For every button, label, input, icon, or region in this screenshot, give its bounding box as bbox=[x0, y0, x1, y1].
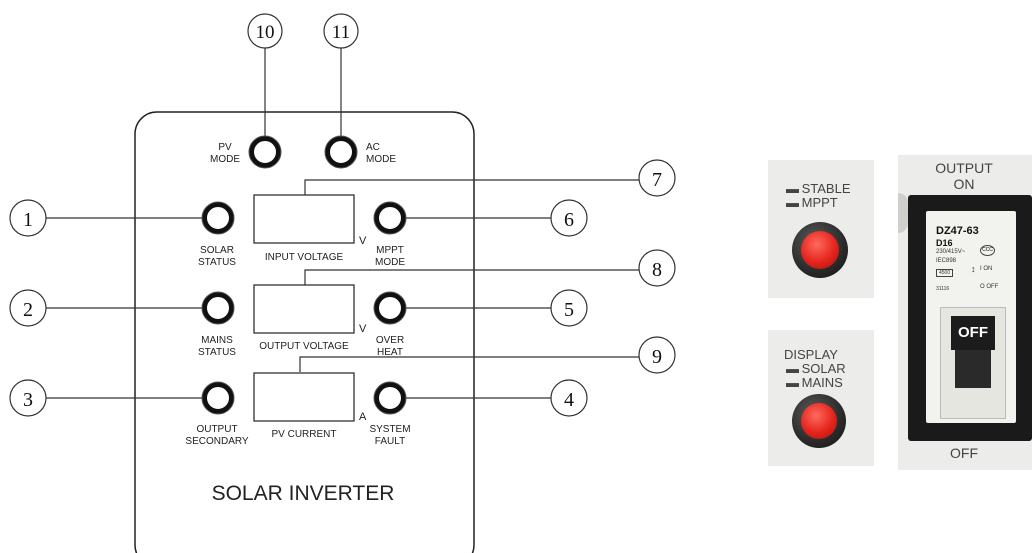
display-label: DISPLAY bbox=[784, 348, 838, 362]
input-voltage-display bbox=[254, 195, 354, 243]
input-voltage-unit: V bbox=[359, 235, 367, 247]
breaker-face: DZ47-63 D16 230/415V~ CCC IEC898 4500 31… bbox=[926, 211, 1016, 423]
led-output-secondary bbox=[202, 382, 234, 414]
led-system-fault bbox=[374, 382, 406, 414]
system-fault-label-1: SYSTEM bbox=[369, 424, 410, 435]
led-ac-mode bbox=[325, 136, 357, 168]
pv-current-label: PV CURRENT bbox=[271, 429, 336, 440]
svg-text:5: 5 bbox=[564, 299, 574, 321]
led-mppt-mode bbox=[374, 202, 406, 234]
output-voltage-display bbox=[254, 285, 354, 333]
stable-marker-icon: ▬ bbox=[786, 181, 799, 196]
toggle-lever bbox=[955, 350, 991, 388]
mppt-mode-label-2: MODE bbox=[375, 257, 405, 268]
callout-9: 9 bbox=[639, 337, 675, 373]
spec-line-2: IEC898 bbox=[936, 258, 956, 264]
code-box: 4500 bbox=[936, 269, 953, 277]
svg-text:1: 1 bbox=[23, 209, 33, 231]
breaker-toggle[interactable]: OFF bbox=[951, 316, 995, 350]
mains-status-label-2: STATUS bbox=[198, 347, 236, 358]
panel-title: SOLAR INVERTER bbox=[212, 482, 395, 505]
callout-5: 5 bbox=[551, 290, 587, 326]
led-solar-status bbox=[202, 202, 234, 234]
solar-marker-icon: ▬ bbox=[786, 361, 799, 376]
on-mark: I ON bbox=[980, 266, 992, 272]
led-pv-mode bbox=[249, 136, 281, 168]
mppt-marker-icon: ▬ bbox=[786, 195, 799, 210]
over-heat-label-1: OVER bbox=[376, 335, 404, 346]
svg-text:3: 3 bbox=[23, 389, 33, 411]
stable-label: ▬ STABLE bbox=[786, 182, 851, 196]
svg-text:6: 6 bbox=[564, 209, 574, 231]
led-mains-status bbox=[202, 292, 234, 324]
solar-status-label-1: SOLAR bbox=[200, 245, 234, 256]
output-voltage-label: OUTPUT VOLTAGE bbox=[259, 341, 349, 352]
led-over-heat bbox=[374, 292, 406, 324]
svg-text:10: 10 bbox=[256, 22, 275, 43]
callout-3: 3 bbox=[10, 380, 46, 416]
mains-label: ▬ MAINS bbox=[786, 376, 843, 390]
mppt-label: ▬ MPPT bbox=[786, 196, 838, 210]
breaker-frame: DZ47-63 D16 230/415V~ CCC IEC898 4500 31… bbox=[908, 195, 1032, 441]
ac-mode-label-2: MODE bbox=[366, 154, 396, 165]
system-fault-label-2: FAULT bbox=[375, 436, 405, 447]
callout-1: 1 bbox=[10, 200, 46, 236]
svg-text:7: 7 bbox=[652, 169, 662, 191]
callout-8: 8 bbox=[639, 250, 675, 286]
solar-label: ▬ SOLAR bbox=[786, 362, 846, 376]
mains-marker-icon: ▬ bbox=[786, 375, 799, 390]
output-label: OUTPUT bbox=[934, 161, 994, 175]
callout-2: 2 bbox=[10, 290, 46, 326]
mppt-mode-label-1: MPPT bbox=[376, 245, 404, 256]
output-breaker-photo: OUTPUT ON DZ47-63 D16 230/415V~ CCC IEC8… bbox=[898, 155, 1032, 470]
svg-text:11: 11 bbox=[332, 22, 350, 43]
certification-mark-icon: CCC bbox=[980, 245, 995, 256]
display-switch-button[interactable] bbox=[792, 394, 846, 448]
output-secondary-label-2: SECONDARY bbox=[185, 436, 248, 447]
stable-mppt-button[interactable] bbox=[792, 222, 848, 278]
model-text: DZ47-63 bbox=[936, 225, 979, 237]
ac-mode-label-1: AC bbox=[366, 142, 380, 153]
output-voltage-unit: V bbox=[359, 323, 367, 335]
up-down-arrow-icon: ↕ bbox=[971, 265, 976, 274]
off-mark: O OFF bbox=[980, 284, 998, 290]
stable-mppt-photo: ▬ STABLE ▬ MPPT bbox=[768, 160, 874, 298]
output-secondary-label-1: OUTPUT bbox=[196, 424, 237, 435]
red-button-cap bbox=[801, 403, 837, 439]
off-bottom-label: OFF bbox=[934, 446, 994, 460]
over-heat-label-2: HEAT bbox=[377, 347, 403, 358]
mount-knob bbox=[898, 193, 908, 233]
callout-7: 7 bbox=[639, 160, 675, 196]
input-voltage-label: INPUT VOLTAGE bbox=[265, 252, 344, 263]
rating-text: D16 bbox=[936, 238, 953, 248]
pv-mode-label-2: MODE bbox=[210, 154, 240, 165]
red-button-cap bbox=[801, 231, 839, 269]
spec-line-1: 230/415V~ bbox=[936, 249, 965, 255]
pv-current-display bbox=[254, 373, 354, 421]
serial-text: 31116 bbox=[936, 286, 949, 292]
on-label: ON bbox=[934, 177, 994, 191]
svg-text:8: 8 bbox=[652, 259, 662, 281]
callout-10: 10 bbox=[248, 14, 282, 48]
display-switch-photo: DISPLAY ▬ SOLAR ▬ MAINS bbox=[768, 330, 874, 466]
callout-11: 11 bbox=[324, 14, 358, 48]
callout-4: 4 bbox=[551, 380, 587, 416]
mains-status-label-1: MAINS bbox=[201, 335, 233, 346]
solar-status-label-2: STATUS bbox=[198, 257, 236, 268]
callout-6: 6 bbox=[551, 200, 587, 236]
toggle-housing: OFF bbox=[940, 307, 1006, 419]
svg-text:9: 9 bbox=[652, 346, 662, 368]
pv-mode-label-1: PV bbox=[218, 142, 232, 153]
pv-current-unit: A bbox=[359, 411, 367, 423]
svg-text:2: 2 bbox=[23, 299, 33, 321]
svg-text:4: 4 bbox=[564, 389, 574, 411]
